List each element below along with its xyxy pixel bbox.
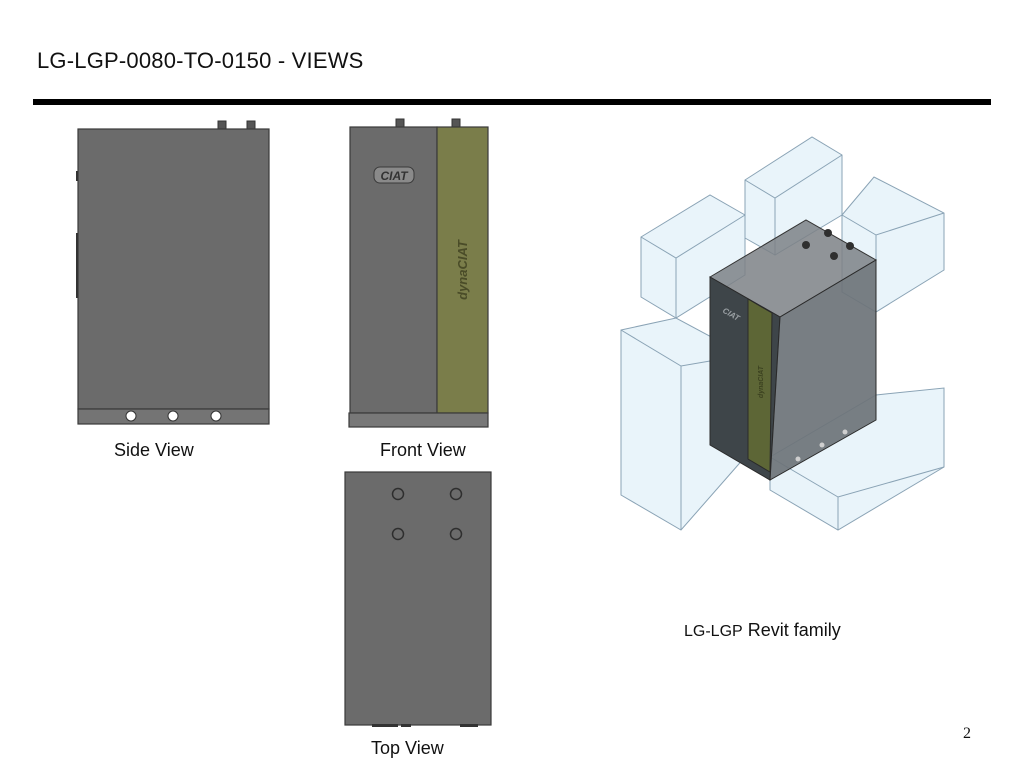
iso-connector-4 (830, 252, 838, 260)
iso-port-1 (795, 456, 801, 462)
front-panel-brand: dynaCIAT (455, 239, 470, 300)
side-view-port-2 (167, 410, 179, 422)
top-view-label: Top View (371, 738, 444, 758)
iso-connector-3 (846, 242, 854, 250)
side-view-body (77, 128, 270, 410)
front-view-base (348, 412, 489, 428)
top-view-connector-4 (449, 527, 463, 541)
iso-port-2 (819, 442, 825, 448)
revit-family-caption: LG-LGP Revit family (684, 620, 841, 641)
revit-family-text: Revit family (742, 620, 841, 640)
page-number: 2 (963, 725, 971, 742)
unit-side-face (769, 259, 877, 481)
top-view-connector-2 (449, 487, 463, 501)
isometric-unit: CIAT dynaCIAT (709, 219, 877, 481)
side-view-drawing (76, 120, 270, 425)
front-view-side-panel (436, 126, 489, 414)
front-view-drawing: CIAT dynaCIAT (348, 118, 489, 428)
isometric-revit-view: CIAT dynaCIAT (620, 136, 945, 531)
top-view-body (344, 471, 492, 726)
iso-connector-2 (824, 229, 832, 237)
iso-panel-brand: dynaCIAT (758, 365, 765, 398)
side-view-port-3 (210, 410, 222, 422)
top-view-drawing (344, 471, 492, 727)
side-view-label: Side View (114, 440, 194, 460)
top-view-connector-3 (391, 527, 405, 541)
side-view-port-1 (125, 410, 137, 422)
front-view-label: Front View (380, 440, 466, 460)
revit-family-code: LG-LGP (684, 623, 743, 640)
iso-port-3 (842, 429, 848, 435)
title-divider (33, 99, 991, 105)
top-view-connector-1 (391, 487, 405, 501)
iso-connector-1 (802, 241, 810, 249)
ciat-logo-text: CIAT (380, 169, 409, 183)
ciat-logo (373, 166, 415, 184)
page-title: LG-LGP-0080-TO-0150 - VIEWS (37, 48, 364, 73)
